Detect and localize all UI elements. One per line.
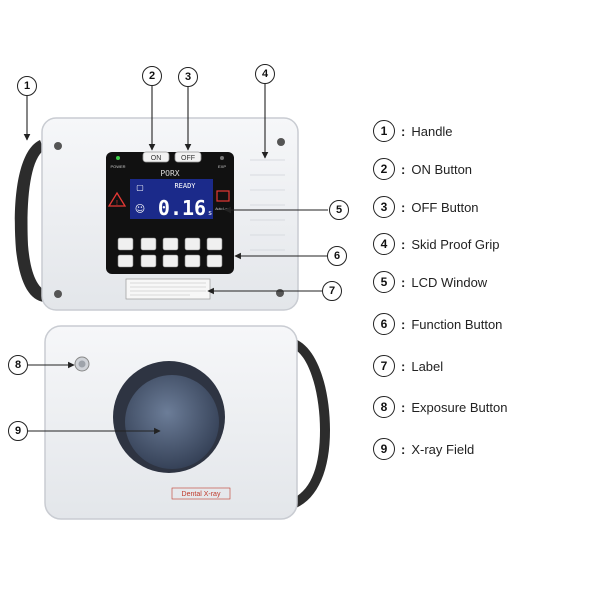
- legend-number: 9: [373, 438, 395, 460]
- legend-item-off-button: 3 : OFF Button: [373, 194, 479, 220]
- handle-strap: [14, 140, 48, 302]
- legend-number: 5: [373, 271, 395, 293]
- legend: 1 : Handle 2 : ON Button 3 : OFF Button …: [373, 0, 593, 600]
- screw-icon: [54, 290, 62, 298]
- lcd-window: [130, 179, 213, 219]
- legend-label: OFF Button: [411, 199, 479, 215]
- lcd-value: 0.16: [158, 196, 206, 220]
- power-label: POWER: [110, 164, 125, 169]
- brand-label: PORX: [160, 169, 179, 178]
- legend-colon: :: [401, 441, 406, 457]
- legend-colon: :: [401, 199, 406, 215]
- screw-icon: [54, 142, 62, 150]
- back-handle-strap: [292, 338, 330, 508]
- legend-colon: :: [401, 236, 406, 252]
- power-led-icon: [116, 156, 120, 160]
- function-button[interactable]: [117, 237, 134, 251]
- legend-number: 2: [373, 158, 395, 180]
- on-button-label: ON: [151, 155, 162, 162]
- legend-item-lcd-window: 5 : LCD Window: [373, 269, 487, 295]
- skid-proof-grip: [250, 159, 285, 251]
- screw-icon: [277, 138, 285, 146]
- auto-lock-label: Auto Lock: [215, 207, 231, 211]
- off-button[interactable]: [174, 151, 202, 163]
- tooth-icon: ▢: [136, 183, 144, 192]
- lcd-status: READY: [174, 182, 196, 190]
- callout-6: 6: [327, 246, 347, 266]
- legend-label: LCD Window: [411, 274, 488, 290]
- legend-label: ON Button: [411, 161, 473, 177]
- legend-number: 8: [373, 396, 395, 418]
- callout-2: 2: [142, 66, 162, 86]
- exp-led-icon: [220, 156, 224, 160]
- legend-colon: :: [401, 161, 406, 177]
- exp-label: EXP: [218, 164, 226, 169]
- legend-colon: :: [401, 399, 406, 415]
- svg-text:!: !: [116, 200, 118, 207]
- function-button[interactable]: [162, 237, 179, 251]
- function-button[interactable]: [206, 237, 223, 251]
- function-button[interactable]: [184, 254, 201, 268]
- function-button[interactable]: [140, 254, 157, 268]
- legend-number: 6: [373, 313, 395, 335]
- callout-4: 4: [255, 64, 275, 84]
- legend-number: 4: [373, 233, 395, 255]
- function-buttons[interactable]: [117, 237, 223, 268]
- xray-field: [125, 375, 219, 469]
- callout-7: 7: [322, 281, 342, 301]
- legend-label: Skid Proof Grip: [411, 236, 500, 252]
- callout-5: 5: [329, 200, 349, 220]
- legend-item-function-button: 6 : Function Button: [373, 311, 502, 337]
- label-sticker: [125, 278, 211, 300]
- function-button[interactable]: [140, 237, 157, 251]
- auto-lock-icon: [216, 190, 230, 202]
- function-button[interactable]: [117, 254, 134, 268]
- legend-number: 7: [373, 355, 395, 377]
- legend-colon: :: [401, 358, 406, 374]
- legend-item-label: 7 : Label: [373, 353, 443, 379]
- function-button[interactable]: [184, 237, 201, 251]
- legend-label: Handle: [411, 123, 453, 139]
- legend-colon: :: [401, 274, 406, 290]
- legend-number: 3: [373, 196, 395, 218]
- back-label: Dental X-ray: [182, 491, 221, 498]
- legend-item-skid-proof-grip: 4 : Skid Proof Grip: [373, 231, 500, 257]
- person-icon: ☺: [135, 204, 145, 215]
- callout-1: 1: [17, 76, 37, 96]
- legend-item-xray-field: 9 : X-ray Field: [373, 436, 474, 462]
- legend-number: 1: [373, 120, 395, 142]
- legend-colon: :: [401, 316, 406, 332]
- lcd-unit: s: [208, 209, 212, 217]
- legend-colon: :: [401, 123, 406, 139]
- legend-item-exposure-button: 8 : Exposure Button: [373, 394, 507, 420]
- legend-label: X-ray Field: [411, 441, 475, 457]
- callout-9: 9: [8, 421, 28, 441]
- function-button[interactable]: [162, 254, 179, 268]
- on-button[interactable]: [142, 151, 170, 163]
- callout-8: 8: [8, 355, 28, 375]
- function-button[interactable]: [206, 254, 223, 268]
- legend-label: Exposure Button: [411, 399, 508, 415]
- screw-icon: [276, 289, 284, 297]
- off-button-label: OFF: [181, 155, 195, 162]
- callout-3: 3: [178, 67, 198, 87]
- legend-item-handle: 1 : Handle: [373, 118, 453, 144]
- legend-item-on-button: 2 : ON Button: [373, 156, 472, 182]
- legend-label: Function Button: [411, 316, 503, 332]
- legend-label: Label: [411, 358, 444, 374]
